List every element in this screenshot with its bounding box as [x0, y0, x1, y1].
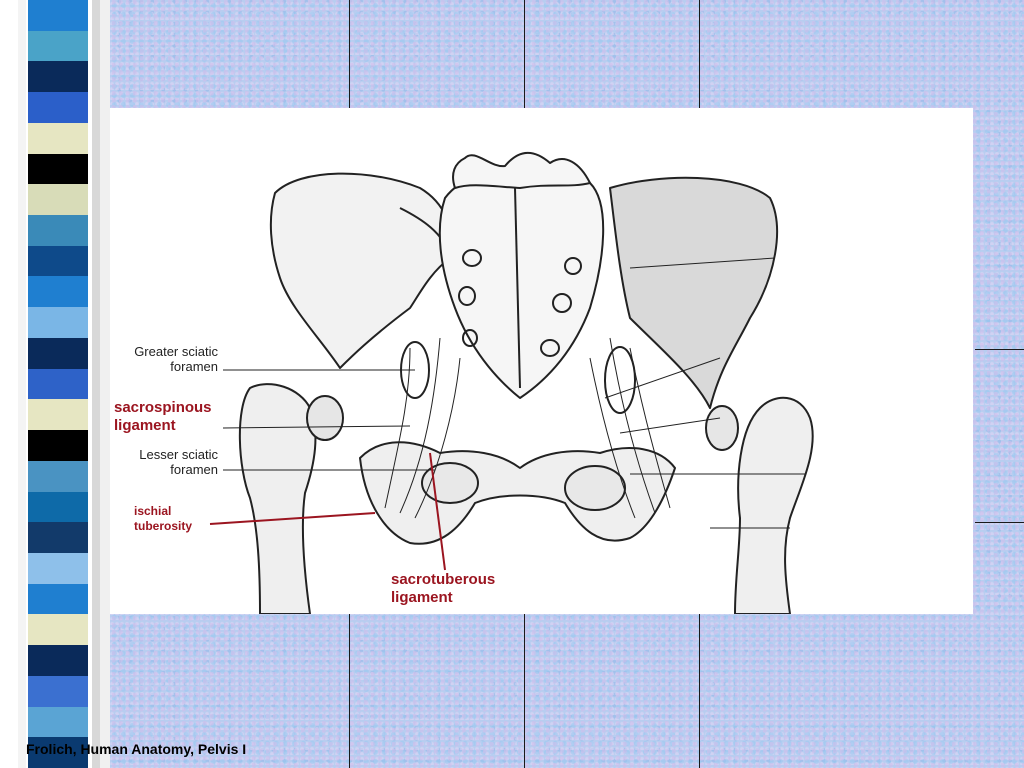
stripe [28, 522, 88, 553]
stripe [28, 30, 88, 62]
grid-line [975, 522, 1024, 523]
stripe [28, 430, 88, 461]
ischial-tuberosity-label: ischial tuberosity [134, 504, 192, 534]
pelvis-illustration [209, 151, 814, 614]
stripe [28, 552, 88, 584]
label-line: Greater sciatic [134, 344, 218, 359]
stripe [28, 153, 88, 185]
stripe [28, 675, 88, 707]
stripe [28, 276, 88, 308]
label-line: ligament [114, 417, 176, 434]
stripe [28, 307, 88, 338]
stripe [28, 706, 88, 738]
stripe [28, 245, 88, 277]
stripe [28, 61, 88, 93]
label-line: foramen [170, 359, 218, 374]
label-line: sacrospinous [114, 399, 212, 416]
stripe [28, 368, 88, 400]
sacrospinous-ligament-label: sacrospinous ligament [114, 399, 212, 435]
stripe [28, 614, 88, 646]
label-line: ligament [391, 589, 453, 606]
sacrotuberous-ligament-label: sacrotuberous ligament [391, 571, 495, 607]
pelvis-figure: Greater sciatic foramen sacrospinous lig… [110, 108, 973, 614]
lesser-sciatic-foramen-label: Lesser sciatic foramen [128, 447, 218, 477]
stripe [28, 645, 88, 676]
stripe [28, 92, 88, 123]
grid-line [975, 349, 1024, 350]
stripe [28, 0, 88, 31]
stripe [28, 737, 88, 768]
stripe [28, 399, 88, 431]
greater-sciatic-foramen-label: Greater sciatic foramen [126, 344, 218, 374]
label-line: sacrotuberous [391, 571, 496, 588]
stripe [28, 215, 88, 246]
label-line: ischial [134, 504, 172, 518]
label-line: tuberosity [134, 519, 193, 533]
stripe-column [28, 0, 88, 768]
label-line: foramen [170, 462, 218, 477]
stripe [28, 122, 88, 154]
stripe [28, 583, 88, 615]
stripe [28, 491, 88, 523]
stripe [28, 460, 88, 492]
footer-citation: Frolich, Human Anatomy, Pelvis I [26, 741, 247, 757]
stripe [28, 184, 88, 216]
decorative-side-strip [0, 0, 110, 768]
label-line: Lesser sciatic [139, 447, 218, 462]
stripe [28, 337, 88, 369]
